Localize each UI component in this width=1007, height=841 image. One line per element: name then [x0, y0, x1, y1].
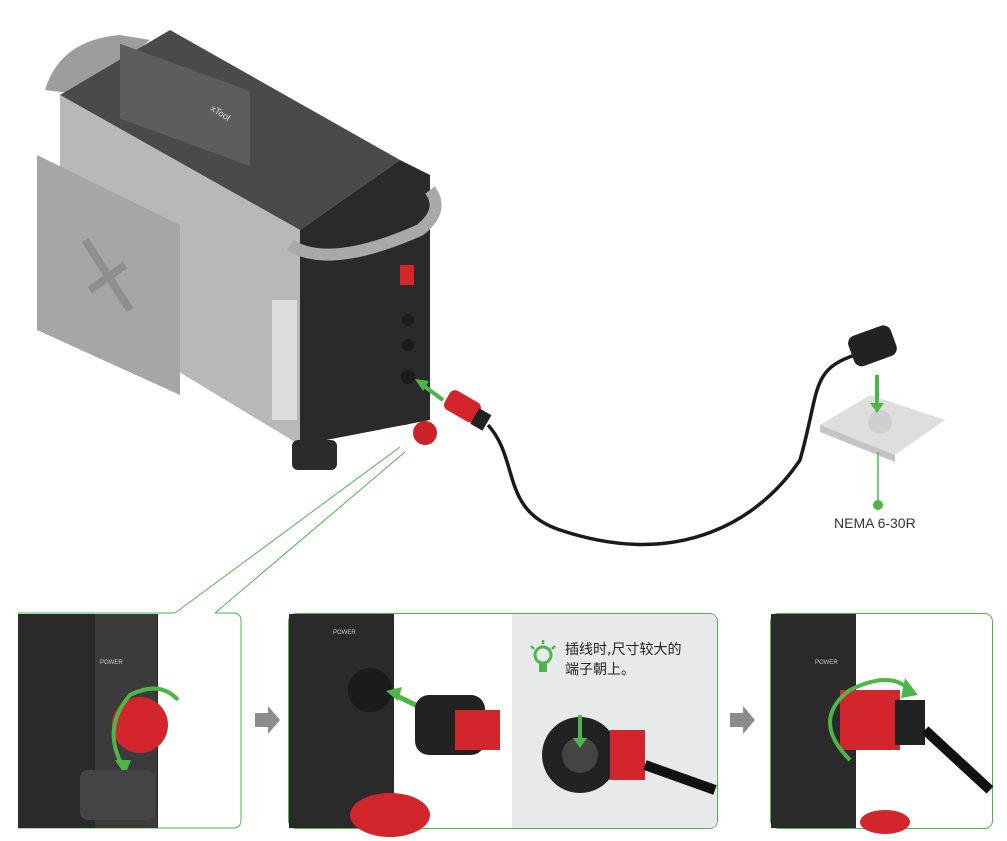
- tip-text: 插线时,尺寸较大的 端子朝上。: [565, 640, 681, 680]
- power-cable: [486, 353, 856, 546]
- wall-plug: [848, 325, 897, 367]
- next-step-arrow-icon: [255, 706, 280, 734]
- outlet-label: NEMA 6-30R: [834, 515, 916, 531]
- tip-line-2: 端子朝上。: [565, 662, 635, 678]
- power-plug: [443, 390, 492, 431]
- dust-cap: [413, 421, 437, 445]
- step-2-panel: [288, 613, 718, 837]
- laser-machine: xTool: [37, 30, 442, 470]
- lightbulb-icon: [530, 640, 556, 672]
- step-1-panel: [18, 612, 242, 829]
- next-step-arrow-icon: [730, 706, 755, 734]
- port-label: POWER: [333, 630, 356, 636]
- port-label: POWER: [815, 660, 838, 666]
- port-label: POWER: [100, 660, 123, 666]
- tip-line-1: 插线时,尺寸较大的: [565, 642, 682, 658]
- step-3-panel: [770, 613, 994, 834]
